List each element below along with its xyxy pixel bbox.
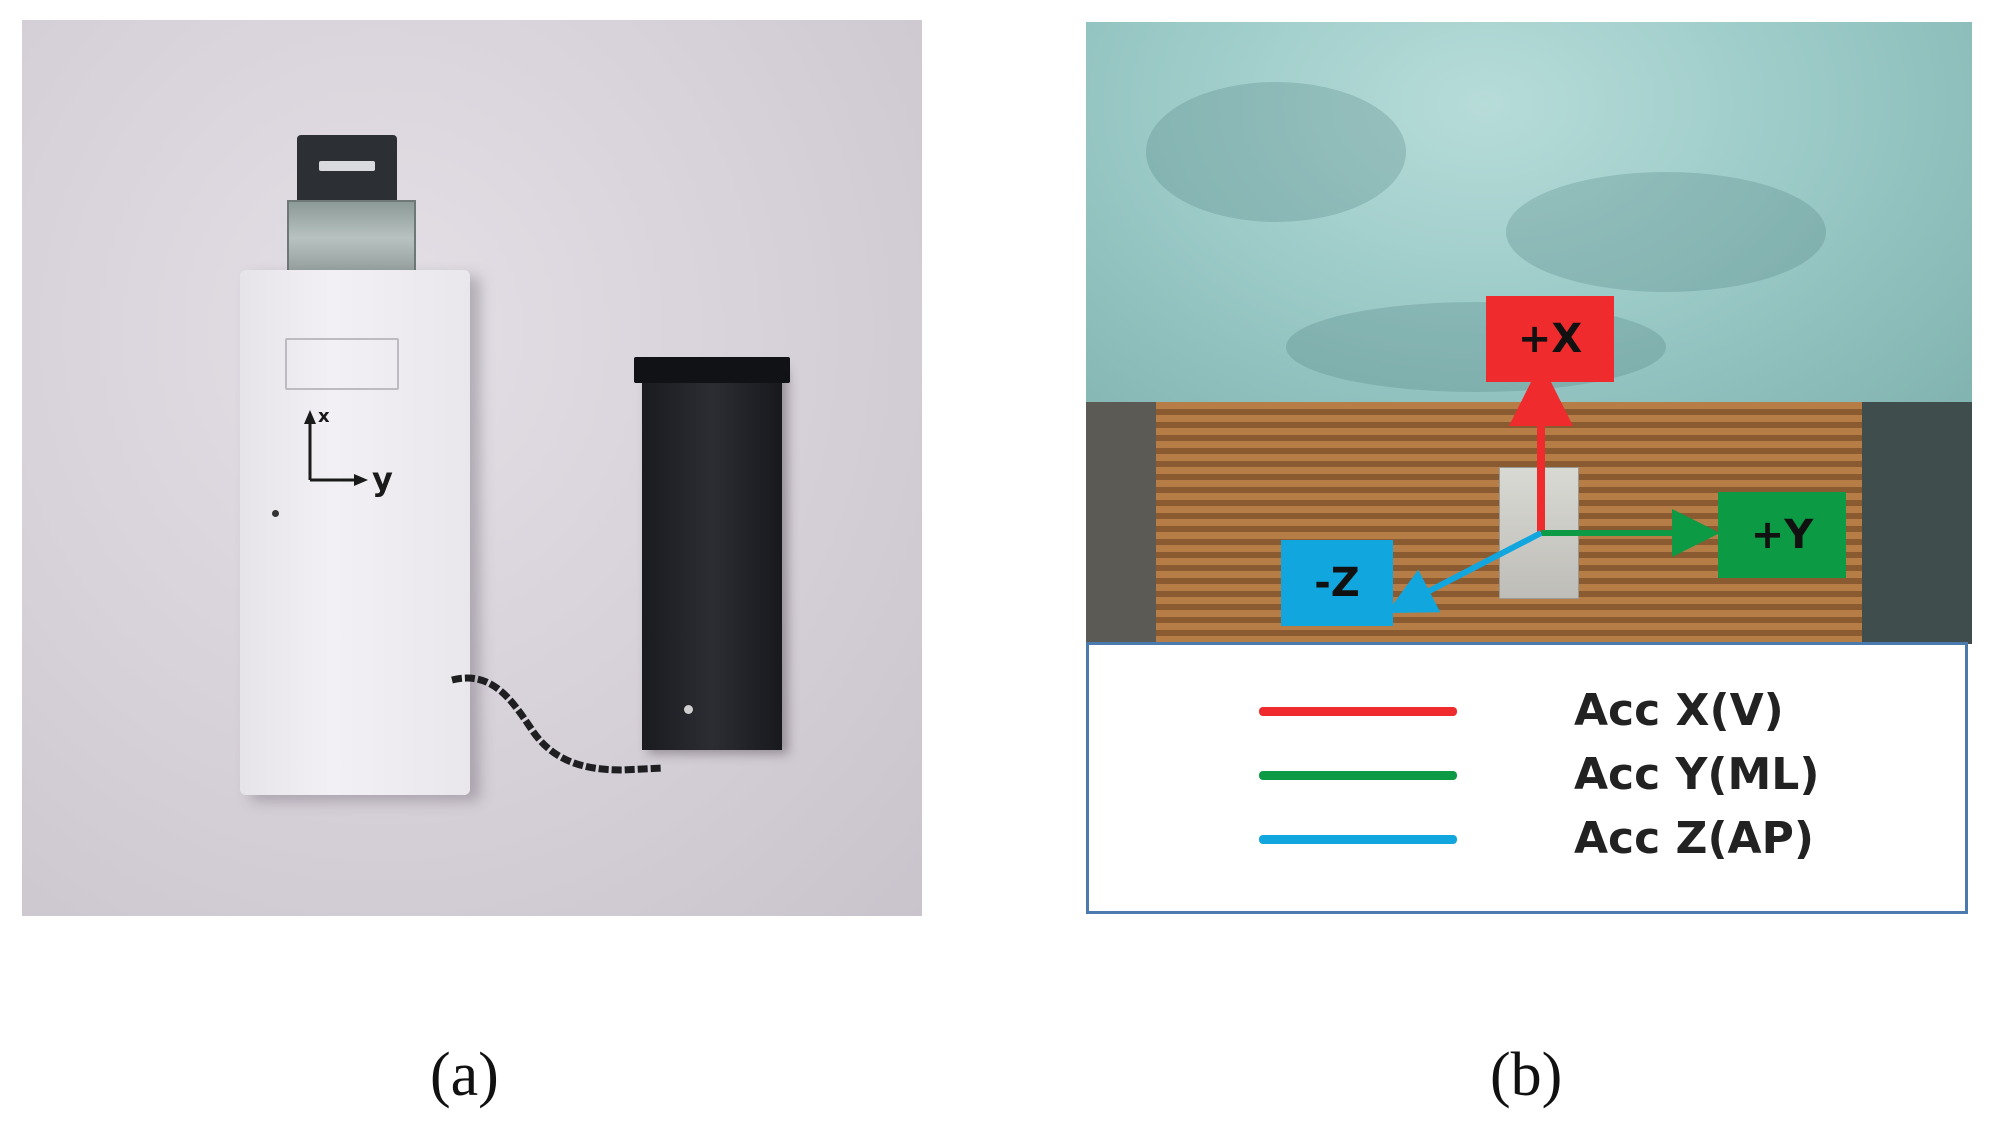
arm-left [1086,402,1156,644]
legend-row-z: Acc Z(AP) [1089,809,1965,869]
axis-tag-x: +X [1486,296,1614,382]
sd-card [297,135,397,205]
device-axis-x-label: x [318,406,330,427]
device-indicator-dot [272,510,279,517]
battery-pack [634,357,790,750]
battery-led [684,705,693,714]
device-axis-y-label: y [372,460,393,498]
caption-a: (a) [430,1041,499,1109]
axis-tag-z: -Z [1281,540,1393,626]
shirt [1086,22,1972,432]
legend-line-y [1259,771,1457,780]
device-axis-marking: x y [304,406,393,498]
sensor-device-photo: x y [22,20,922,916]
legend-label-z: Acc Z(AP) [1574,813,1814,864]
battery-cable [451,674,663,774]
sd-card-label [319,161,375,171]
arm-right [1862,402,1972,644]
legend-row-x: Acc X(V) [1089,681,1965,741]
caption-b: (b) [1490,1041,1563,1109]
worn-sensor-photo: +X +Y -Z [1086,22,1972,644]
legend-label-x: Acc X(V) [1574,685,1784,736]
legend-box: Acc X(V) Acc Y(ML) Acc Z(AP) [1086,642,1968,914]
shirt-fold [1506,172,1826,292]
axis-arrows [1386,362,1720,614]
legend-line-x [1259,707,1457,716]
axis-tag-y: +Y [1718,492,1846,578]
device-window [285,338,399,390]
battery-lid [634,357,790,383]
legend-label-y: Acc Y(ML) [1574,749,1820,800]
sensor-device-body: x y [240,270,470,795]
z-axis-arrow [1386,530,1543,614]
shirt-fold [1146,82,1406,222]
legend-row-y: Acc Y(ML) [1089,745,1965,805]
legend-line-z [1259,835,1457,844]
